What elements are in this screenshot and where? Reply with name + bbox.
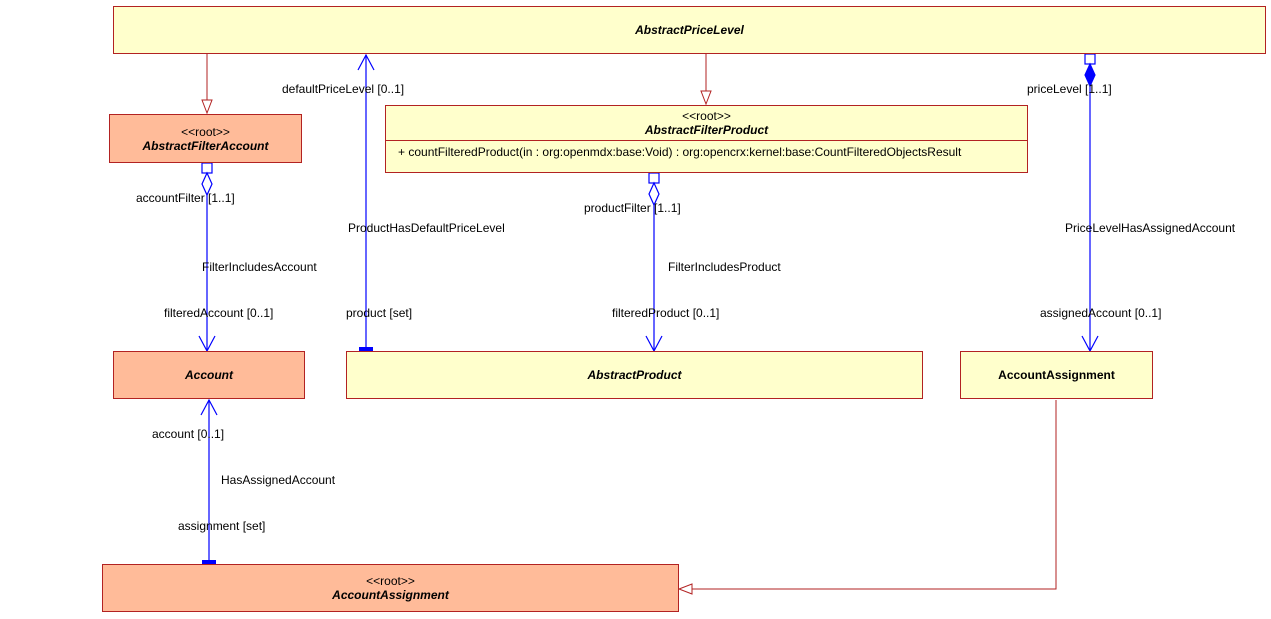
role-assigned-account: assignedAccount [0..1] bbox=[1040, 306, 1162, 320]
class-name: AccountAssignment bbox=[332, 588, 449, 602]
association-name-product-has-default-price-level: ProductHasDefaultPriceLevel bbox=[348, 221, 505, 235]
class-abstract-filter-product[interactable]: <<root>> AbstractFilterProduct + countFi… bbox=[385, 105, 1028, 173]
association-name-has-assigned-account: HasAssignedAccount bbox=[221, 473, 336, 487]
generalization-account-assignment bbox=[677, 400, 1057, 595]
association-name-filter-includes-account: FilterIncludesAccount bbox=[202, 260, 317, 274]
class-name: AccountAssignment bbox=[998, 368, 1115, 382]
generalization-filter-product bbox=[700, 54, 712, 106]
association-filter-includes-account bbox=[198, 162, 216, 353]
class-name: AbstractProduct bbox=[587, 368, 682, 382]
role-filtered-account: filteredAccount [0..1] bbox=[164, 306, 274, 320]
class-account-assignment[interactable]: AccountAssignment bbox=[960, 351, 1153, 399]
stereotype-label: <<root>> bbox=[181, 124, 230, 139]
association-has-assigned-account bbox=[200, 398, 218, 564]
association-name-filter-includes-product: FilterIncludesProduct bbox=[668, 260, 781, 274]
association-name-price-level-has-assigned-account: PriceLevelHasAssignedAccount bbox=[1065, 221, 1236, 235]
stereotype-label: <<root>> bbox=[682, 109, 731, 123]
generalization-filter-account bbox=[201, 54, 213, 115]
class-name: AbstractPriceLevel bbox=[635, 23, 744, 37]
class-name: Account bbox=[185, 368, 233, 382]
class-account-assignment-root[interactable]: <<root>> AccountAssignment bbox=[102, 564, 679, 612]
stereotype-label: <<root>> bbox=[366, 574, 415, 588]
association-product-has-default-price-level bbox=[357, 53, 375, 351]
role-account: account [0..1] bbox=[152, 427, 225, 441]
role-product-filter: productFilter [1..1] bbox=[584, 201, 681, 215]
role-price-level: priceLevel [1..1] bbox=[1027, 82, 1112, 96]
class-abstract-price-level[interactable]: AbstractPriceLevel bbox=[113, 6, 1266, 54]
association-filter-includes-product bbox=[645, 172, 663, 353]
operation-count-filtered-product: + countFilteredProduct(in : org:openmdx:… bbox=[398, 145, 962, 159]
role-product: product [set] bbox=[346, 306, 413, 320]
class-name: AbstractFilterProduct bbox=[644, 123, 769, 137]
role-assignment: assignment [set] bbox=[178, 519, 266, 533]
role-filtered-product: filteredProduct [0..1] bbox=[612, 306, 720, 320]
class-abstract-filter-account[interactable]: <<root>> AbstractFilterAccount bbox=[109, 114, 302, 163]
role-account-filter: accountFilter [1..1] bbox=[136, 191, 235, 205]
class-name: AbstractFilterAccount bbox=[142, 138, 269, 153]
class-header: <<root>> AbstractFilterProduct bbox=[386, 106, 1027, 141]
class-abstract-product[interactable]: AbstractProduct bbox=[346, 351, 923, 399]
role-default-price-level: defaultPriceLevel [0..1] bbox=[282, 82, 405, 96]
class-account[interactable]: Account bbox=[113, 351, 305, 399]
